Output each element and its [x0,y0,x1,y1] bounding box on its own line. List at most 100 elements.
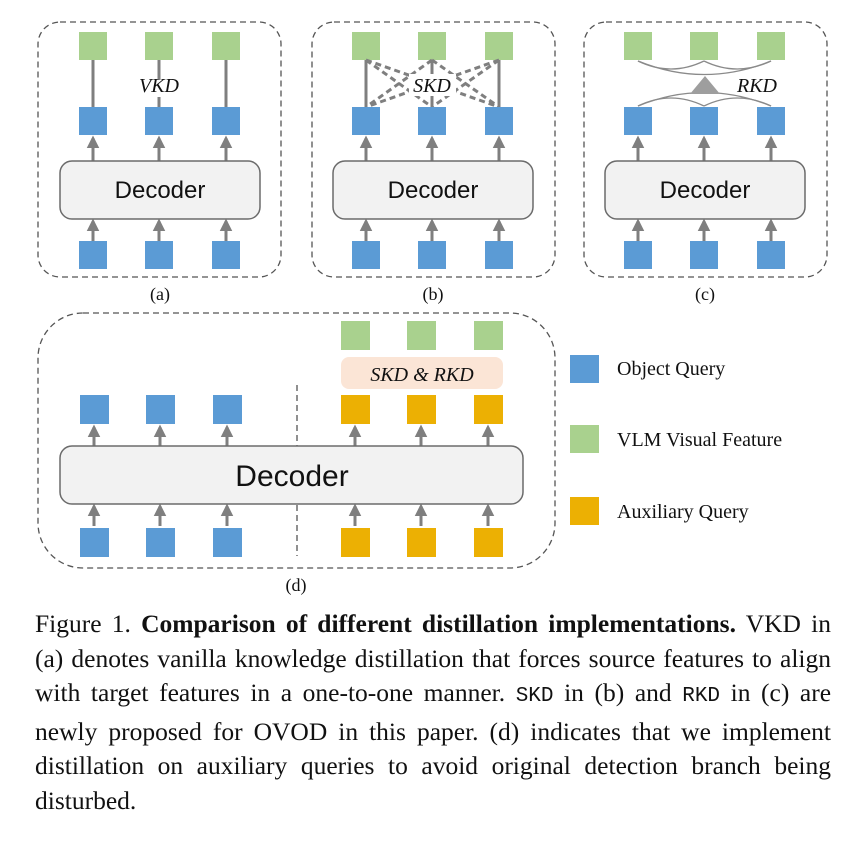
panel-d-arrows [87,424,495,526]
auxiliary-query-box [407,528,436,557]
panel-d-decoder-label: Decoder [235,460,348,493]
panel-c-transfer-triangle [690,76,720,94]
object-query-box [212,241,240,269]
legend-object-query-label: Object Query [617,358,725,380]
figure-diagram: VKD Decoder (a) [37,21,828,596]
panel-d-output-object-queries [80,395,242,424]
panel-b-label-bg [409,74,456,96]
object-query-box [690,241,718,269]
panel-b-caption: (b) [423,284,444,305]
vlm-feature-box [485,32,513,60]
panel-a-arrows [86,135,233,241]
panel-b-decoder-label: Decoder [388,177,479,204]
object-query-box [418,107,446,135]
panel-b-method-label: SKD [413,75,451,97]
object-query-box [145,241,173,269]
panel-c-method-label: RKD [736,75,778,97]
auxiliary-query-box [474,395,503,424]
auxiliary-query-box [407,395,436,424]
panel-a-method-label: VKD [139,75,180,97]
object-query-box [352,107,380,135]
panel-b-output-queries [352,107,513,135]
legend-vlm-feature-swatch [570,425,599,453]
object-query-box [79,241,107,269]
object-query-box [213,528,242,557]
legend-object-query-swatch [570,355,599,383]
panel-c-caption: (c) [695,284,715,305]
panel-d-caption: (d) [286,575,307,596]
auxiliary-query-box [474,528,503,557]
panel-c-input-queries [624,241,785,269]
panel-d-input-auxiliary-queries [341,528,503,557]
object-query-box [80,528,109,557]
panel-c-vlm-features [624,32,785,60]
panel-a-vlm-features [79,32,240,60]
object-query-box [212,107,240,135]
panel-b-arrows [359,135,506,241]
panel-a: VKD Decoder (a) [37,21,282,305]
object-query-box [213,395,242,424]
object-query-box [79,107,107,135]
caption-skd: SKD [515,685,554,708]
vlm-feature-box [79,32,107,60]
panel-c-output-queries [624,107,785,135]
object-query-box [624,241,652,269]
panel-a-decoder-label: Decoder [115,177,206,204]
panel-a-output-queries [79,107,240,135]
vlm-feature-box [418,32,446,60]
legend: Object Query VLM Visual Feature Auxiliar… [570,355,782,525]
vlm-feature-box [341,321,370,350]
object-query-box [418,241,446,269]
object-query-box [690,107,718,135]
panel-a-distill-lines [91,60,228,107]
panel-b: SKD Decoder (b) [311,21,556,305]
object-query-box [624,107,652,135]
vlm-feature-box [145,32,173,60]
object-query-box [80,395,109,424]
caption-text-2: in (b) and [564,678,672,707]
panel-c-decoder-label: Decoder [660,177,751,204]
legend-auxiliary-query-swatch [570,497,599,525]
panel-a-input-queries [79,241,240,269]
vlm-feature-box [757,32,785,60]
object-query-box [145,107,173,135]
panel-d-border [37,312,556,569]
panel-d-vlm-features [341,321,503,350]
legend-auxiliary-query-label: Auxiliary Query [617,501,749,523]
panel-b-vlm-features [352,32,513,60]
vlm-feature-box [407,321,436,350]
object-query-box [352,241,380,269]
panel-c-arrows [631,135,778,241]
caption-prefix: Figure 1. [35,609,131,638]
caption-text-3: in (c) are newly proposed for OVOD in th… [35,678,832,815]
panel-d-method-label: SKD & RKD [370,364,474,386]
panel-d-distill-box [341,357,503,389]
object-query-box [485,241,513,269]
caption-text-1: VKD in (a) denotes vanilla knowledge dis… [35,609,831,707]
legend-vlm-feature-label: VLM Visual Feature [617,429,782,451]
panel-d-input-object-queries [80,528,242,557]
panel-d: SKD & RKD Decoder (d) [37,312,556,596]
panel-a-decoder [59,160,261,220]
figure-caption: Figure 1. Comparison of different distil… [35,607,831,818]
object-query-box [146,395,175,424]
auxiliary-query-box [341,395,370,424]
vlm-feature-box [474,321,503,350]
panel-c: RKD Decoder (c) [583,21,828,305]
vlm-feature-box [212,32,240,60]
panel-a-caption: (a) [150,284,170,305]
auxiliary-query-box [341,528,370,557]
panel-b-input-queries [352,241,513,269]
object-query-box [757,241,785,269]
panel-c-decoder [604,160,806,220]
panel-b-decoder [332,160,534,220]
object-query-box [485,107,513,135]
panel-d-output-auxiliary-queries [341,395,503,424]
panel-d-decoder [59,445,524,505]
vlm-feature-box [352,32,380,60]
object-query-box [146,528,175,557]
object-query-box [757,107,785,135]
caption-rkd: RKD [682,685,721,708]
caption-title: Comparison of different distillation imp… [141,609,736,638]
vlm-feature-box [624,32,652,60]
